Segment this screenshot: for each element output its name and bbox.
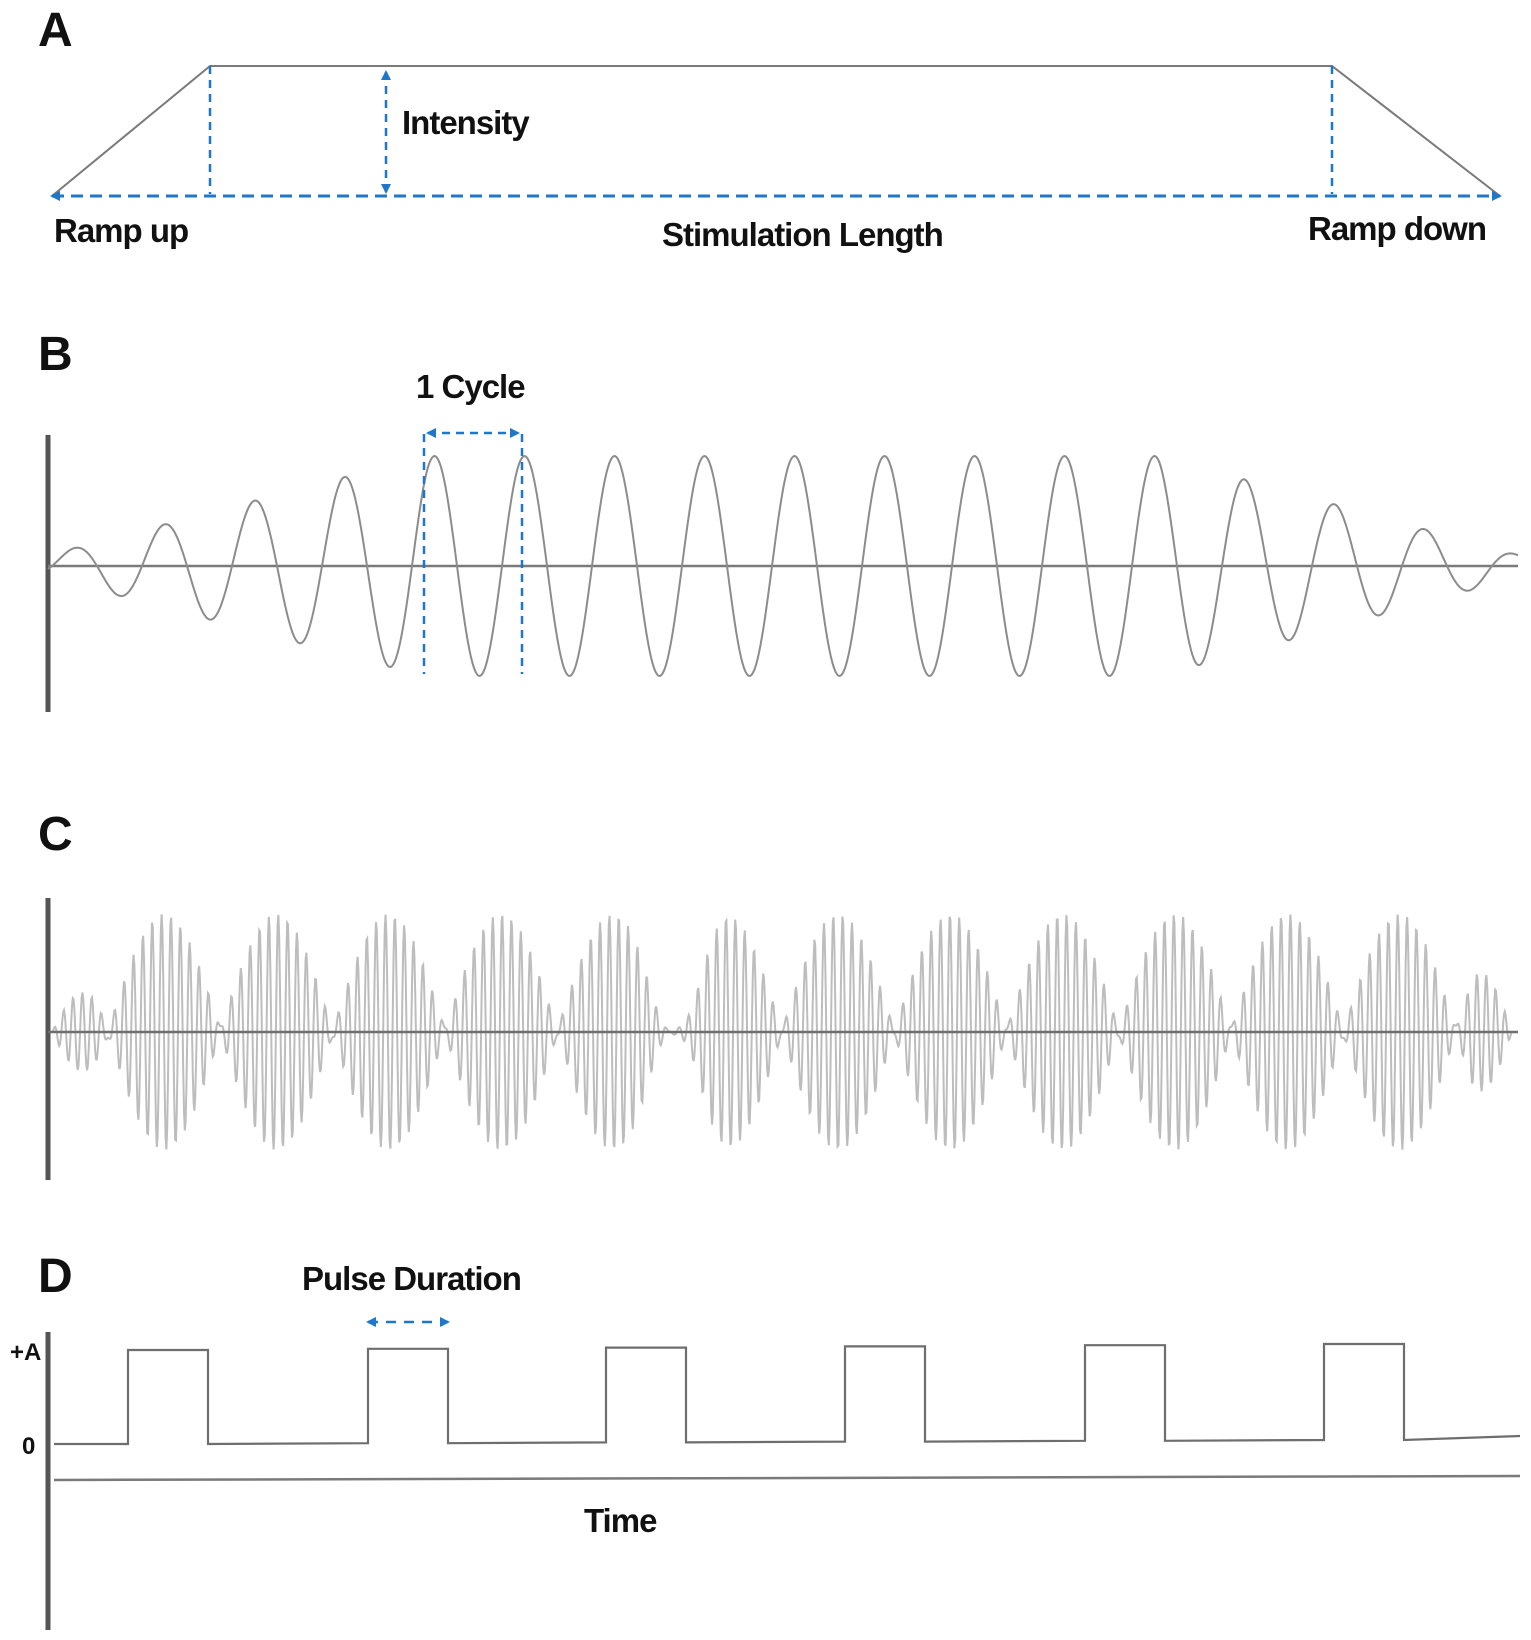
y-zero-label: 0 — [22, 1433, 35, 1460]
pulse-train — [54, 1342, 1521, 1446]
stimulation-length-label: Stimulation Length — [662, 216, 943, 253]
panel-d: D Pulse Duration +A 0 Time — [10, 1250, 1521, 1630]
panel-a-letter: A — [38, 4, 73, 57]
cycle-label: 1 Cycle — [416, 368, 525, 405]
time-label: Time — [584, 1502, 657, 1539]
ramped-sine-wave — [47, 455, 1519, 677]
trapezoid-envelope — [51, 65, 1501, 197]
y-top-label: +A — [10, 1339, 41, 1366]
time-axis — [53, 1474, 1521, 1482]
pulse-duration-label: Pulse Duration — [302, 1260, 521, 1297]
intensity-label: Intensity — [402, 104, 530, 141]
ramp-up-label: Ramp up — [54, 212, 188, 249]
panel-c-letter: C — [38, 808, 73, 861]
ramp-down-label: Ramp down — [1308, 210, 1486, 247]
panel-b: B 1 Cycle — [38, 328, 1519, 712]
panel-c: C — [38, 808, 1518, 1180]
panel-b-letter: B — [38, 328, 73, 381]
panel-d-letter: D — [38, 1250, 73, 1303]
panel-a: A Intensity Ramp up Stimulation Length R… — [38, 4, 1502, 253]
